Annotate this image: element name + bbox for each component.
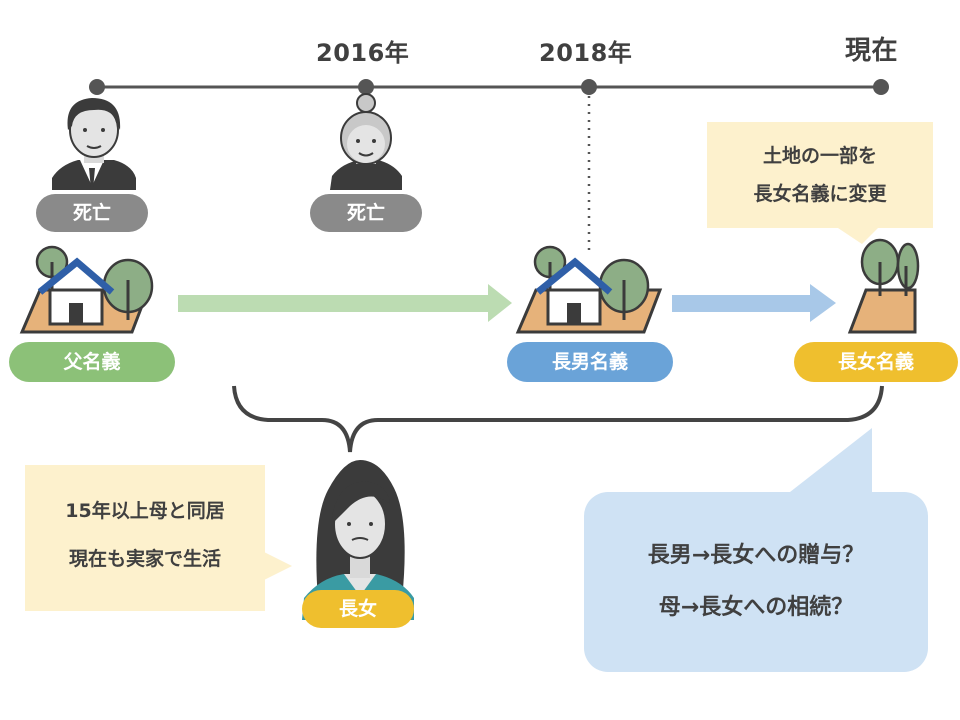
- year-label-2018: 2018年: [539, 39, 633, 67]
- timeline-dot-2016: [358, 79, 374, 95]
- question-bubble-line2: 母→長女への相続？: [658, 595, 854, 620]
- mother-status-pill: 死亡: [310, 194, 422, 232]
- timeline-dot-start: [89, 79, 105, 95]
- year-label-2016: 2016年: [316, 39, 410, 67]
- mother-avatar: [330, 93, 402, 190]
- ownership-pill-daughter: 長女名義: [794, 342, 958, 382]
- change-note-tail: [838, 228, 878, 244]
- arrow-son-to-daughter: [672, 284, 836, 322]
- timeline-dot-2018: [581, 79, 597, 95]
- cohabit-note-tail: [264, 552, 292, 580]
- arrow-father-to-son: [178, 284, 512, 322]
- question-bubble-line1: 長男→長女への贈与？: [647, 543, 865, 568]
- father-avatar: [52, 98, 136, 190]
- timeline-dot-now: [873, 79, 889, 95]
- land-change-note-line1: 土地の一部を: [762, 145, 877, 167]
- question-bubble: 長男→長女への贈与？ 母→長女への相続？: [584, 492, 928, 672]
- land-change-note: 土地の一部を 長女名義に変更: [707, 122, 933, 228]
- question-bubble-tail: [790, 428, 872, 492]
- cohabitation-note: 15年以上母と同居 現在も実家で生活: [25, 465, 265, 611]
- ownership-pill-son: 長男名義: [507, 342, 673, 382]
- house-icon-son: [515, 245, 663, 334]
- period-brace: [232, 385, 884, 453]
- house-icon-father: [19, 245, 154, 334]
- ownership-pill-father: 父名義: [9, 342, 175, 382]
- cohabitation-note-line1: 15年以上母と同居: [65, 500, 225, 522]
- cohabitation-note-line2: 現在も実家で生活: [68, 548, 221, 570]
- land-change-note-line2: 長女名義に変更: [753, 183, 887, 205]
- daughter-label-pill: 長女: [302, 590, 414, 628]
- father-status-pill: 死亡: [36, 194, 148, 232]
- land-icon-daughter: [847, 238, 920, 334]
- year-label-now: 現在: [845, 36, 899, 66]
